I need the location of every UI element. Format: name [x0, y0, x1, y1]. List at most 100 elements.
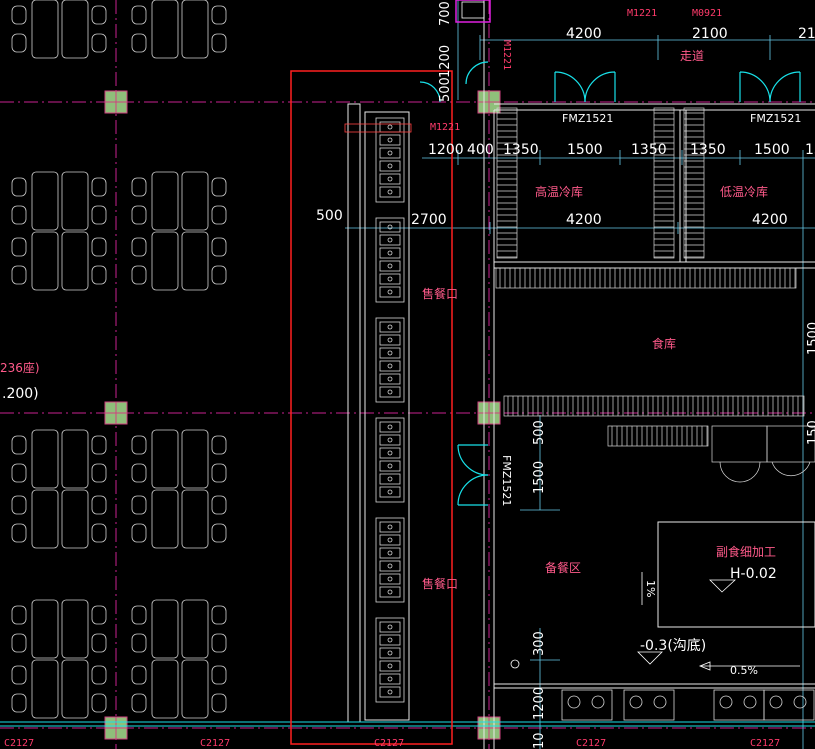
chair — [131, 33, 147, 53]
room-labels: M1221 M0921 走道 M1221 M1221 FMZ1521 FMZ15… — [0, 8, 801, 677]
label-c2127-4: C2127 — [576, 738, 606, 749]
chair — [11, 265, 27, 285]
sink-drain — [653, 695, 667, 709]
selection-rectangle[interactable] — [290, 70, 453, 745]
counter-slot-dot — [387, 424, 393, 430]
sink-units — [561, 689, 815, 721]
chair — [11, 523, 27, 543]
sink-drain — [629, 695, 643, 709]
door-swings — [419, 61, 801, 506]
dining-table-group — [131, 429, 227, 489]
chair — [91, 463, 107, 483]
dining-table-group — [131, 0, 227, 59]
counter-slot-dot — [387, 337, 393, 343]
dining-table — [181, 429, 209, 489]
chair — [91, 265, 107, 285]
counter-slot — [379, 360, 401, 372]
sink-drain — [719, 695, 733, 709]
counter-slot-dot — [387, 637, 393, 643]
counter-slot — [379, 686, 401, 698]
counter-slot — [379, 473, 401, 485]
label-fmz1521-a: FMZ1521 — [562, 112, 613, 125]
counter-slot — [379, 560, 401, 572]
shelf-vertical — [496, 107, 518, 259]
chair — [211, 523, 227, 543]
counter-slot-dot — [387, 550, 393, 556]
dim-top-2100: 2100 — [692, 26, 728, 42]
counter-slot — [379, 273, 401, 285]
dim-bottom-300: 300 — [532, 631, 547, 656]
dimension-texts: 4200 2100 21 700 1200 500 1200 400 1350 … — [316, 1, 815, 749]
chair — [131, 265, 147, 285]
counter-slot — [379, 186, 401, 198]
dim-side-500: 500 — [532, 420, 547, 445]
sink-drain — [591, 695, 605, 709]
counter-slot-dot — [387, 363, 393, 369]
dining-table-group — [11, 171, 107, 231]
chair — [211, 693, 227, 713]
storage-shelves — [495, 107, 815, 483]
chair — [211, 435, 227, 455]
dining-table — [31, 489, 59, 549]
serving-counter-units — [375, 117, 405, 703]
chair — [91, 665, 107, 685]
counter-slot — [379, 447, 401, 459]
structural-columns — [104, 90, 501, 740]
counter-block — [375, 117, 405, 203]
chair — [211, 33, 227, 53]
window-lines — [0, 721, 815, 727]
chair — [91, 237, 107, 257]
label-food-storage: 食库 — [652, 336, 676, 351]
dim-row-400: 400 — [467, 142, 494, 158]
counter-slot — [379, 421, 401, 433]
counter-slot-dot — [387, 276, 393, 282]
slope-arrows — [510, 572, 800, 671]
dining-table-group — [131, 489, 227, 549]
counter-slot-dot — [387, 150, 393, 156]
chair — [11, 633, 27, 653]
chair — [11, 33, 27, 53]
dim-right-150: 150 — [806, 420, 815, 445]
counter-slot — [379, 286, 401, 298]
counter-slot — [379, 547, 401, 559]
counter-slot-dot — [387, 476, 393, 482]
chair — [131, 463, 147, 483]
chair — [91, 205, 107, 225]
counter-slot — [379, 247, 401, 259]
door-top-magenta — [455, 0, 491, 23]
chair — [131, 665, 147, 685]
dining-table — [181, 659, 209, 719]
dining-table — [181, 0, 209, 59]
label-c2127-1: C2127 — [4, 738, 34, 749]
dim-top-4200: 4200 — [566, 26, 602, 42]
chair — [131, 605, 147, 625]
chair — [91, 5, 107, 25]
counter-slot-dot — [387, 563, 393, 569]
counter-slot — [379, 647, 401, 659]
dining-table — [61, 599, 89, 659]
dim-row-1350a: 1350 — [503, 142, 539, 158]
dim-row-1200: 1200 — [428, 142, 464, 158]
dim-cold-4200b: 4200 — [752, 212, 788, 228]
label-m0921: M0921 — [692, 8, 722, 19]
counter-slot — [379, 321, 401, 333]
counter-block — [375, 417, 405, 503]
dining-table-group — [131, 659, 227, 719]
chair — [11, 693, 27, 713]
chair — [11, 177, 27, 197]
dim-row-1350c: 1350 — [690, 142, 726, 158]
dining-table — [61, 0, 89, 59]
counter-slot-dot — [387, 124, 393, 130]
label-low-temp-cold: 低温冷库 — [720, 184, 768, 199]
dim-bottom-1200: 1200 — [532, 687, 547, 720]
dimension-lines — [345, 0, 815, 749]
sink-drain — [769, 695, 783, 709]
chair — [11, 605, 27, 625]
shelf-horizontal — [495, 267, 797, 289]
label-slope-2: 1% — [644, 580, 657, 597]
dim-top-21: 21 — [798, 26, 815, 42]
counter-slot-dot — [387, 624, 393, 630]
counter-slot — [379, 221, 401, 233]
chair — [131, 495, 147, 515]
dim-row-1500a: 1500 — [567, 142, 603, 158]
